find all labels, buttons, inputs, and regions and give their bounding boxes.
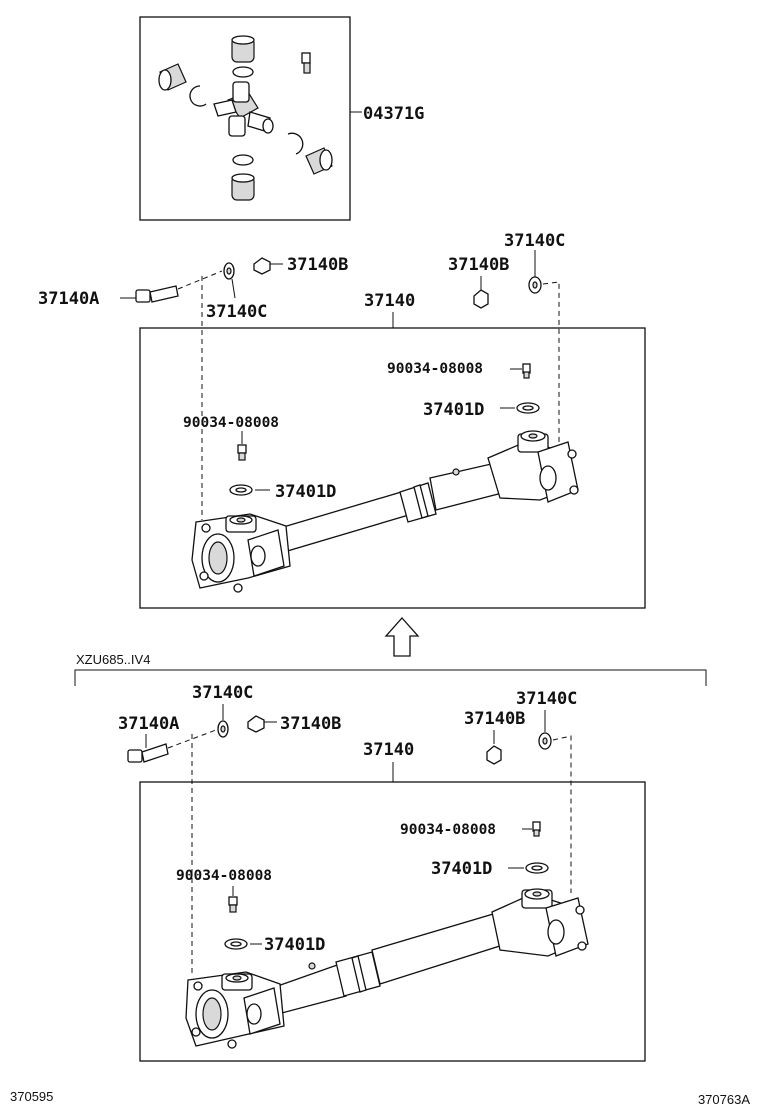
label-nut-lower-right: 37140B bbox=[464, 709, 525, 729]
label-grease-lower-right: 90034-08008 bbox=[400, 822, 496, 838]
label-grease-upper-right: 90034-08008 bbox=[387, 361, 483, 377]
label-shaft-upper: 37140 bbox=[364, 291, 415, 311]
label-bolt-lower: 37140A bbox=[118, 714, 179, 734]
label-nut-upper-right: 37140B bbox=[448, 255, 509, 275]
upper-washer-left bbox=[223, 262, 236, 299]
upper-washer-right bbox=[528, 250, 560, 443]
variant-bracket: XZU685..IV4 bbox=[74, 652, 707, 686]
label-snapring-upper-left: 37401D bbox=[275, 482, 336, 502]
lower-snap-ring-right bbox=[508, 862, 549, 874]
label-shaft-lower: 37140 bbox=[363, 740, 414, 760]
lower-grease-fitting-left bbox=[228, 886, 238, 913]
label-washer-upper-left: 37140C bbox=[206, 302, 267, 322]
footer-left-code: 370595 bbox=[10, 1089, 53, 1104]
lower-grease-fitting-right bbox=[522, 821, 541, 837]
upper-bolt bbox=[120, 270, 223, 303]
kit-grease-fitting bbox=[301, 52, 311, 74]
upper-grease-fitting-right bbox=[510, 363, 531, 379]
universal-joint-kit: 04371G bbox=[139, 16, 424, 221]
upper-snap-ring-left bbox=[229, 484, 270, 496]
label-nut-upper-left: 37140B bbox=[287, 255, 348, 275]
label-washer-upper-right: 37140C bbox=[504, 231, 565, 251]
label-grease-lower-left: 90034-08008 bbox=[176, 868, 272, 884]
upper-shaft-frame bbox=[139, 327, 646, 609]
upper-snap-ring-right bbox=[500, 402, 540, 414]
lower-washer-right bbox=[538, 732, 572, 893]
label-bolt-upper: 37140A bbox=[38, 289, 99, 309]
spider-cross bbox=[213, 81, 274, 137]
label-nut-lower-left: 37140B bbox=[280, 714, 341, 734]
footer-right-code: 370763A bbox=[698, 1092, 750, 1107]
upper-nut-right bbox=[473, 276, 489, 309]
lower-washer-left bbox=[217, 720, 229, 738]
lower-nut-right bbox=[486, 745, 502, 765]
label-washer-lower-right: 37140C bbox=[516, 689, 577, 709]
variant-note: XZU685..IV4 bbox=[76, 652, 150, 667]
kit-frame bbox=[139, 16, 351, 221]
bearing-caps bbox=[158, 35, 333, 201]
label-grease-upper-left: 90034-08008 bbox=[183, 415, 279, 431]
up-arrow-icon bbox=[384, 617, 420, 657]
label-snapring-lower-right: 37401D bbox=[431, 859, 492, 879]
lower-snap-ring-left bbox=[224, 938, 262, 950]
lower-nut-left bbox=[247, 715, 277, 733]
lower-shaft-frame bbox=[139, 781, 646, 1062]
lower-propeller-shaft bbox=[185, 888, 589, 1049]
upper-assembly: 37140A 37140C 37140B 37140B 37140C bbox=[38, 231, 646, 609]
upper-grease-fitting-left bbox=[237, 431, 247, 461]
lower-assembly: 37140C 37140A 37140B 37140C 37140B bbox=[118, 683, 646, 1062]
kit-snap-rings bbox=[189, 66, 304, 166]
kit-part-number: 04371G bbox=[363, 104, 424, 124]
lower-bolt bbox=[127, 729, 217, 763]
label-snapring-upper-right: 37401D bbox=[423, 400, 484, 420]
upper-nut-left bbox=[253, 257, 283, 275]
label-snapring-lower-left: 37401D bbox=[264, 935, 325, 955]
upper-propeller-shaft bbox=[191, 430, 579, 593]
label-washer-lower-left: 37140C bbox=[192, 683, 253, 703]
